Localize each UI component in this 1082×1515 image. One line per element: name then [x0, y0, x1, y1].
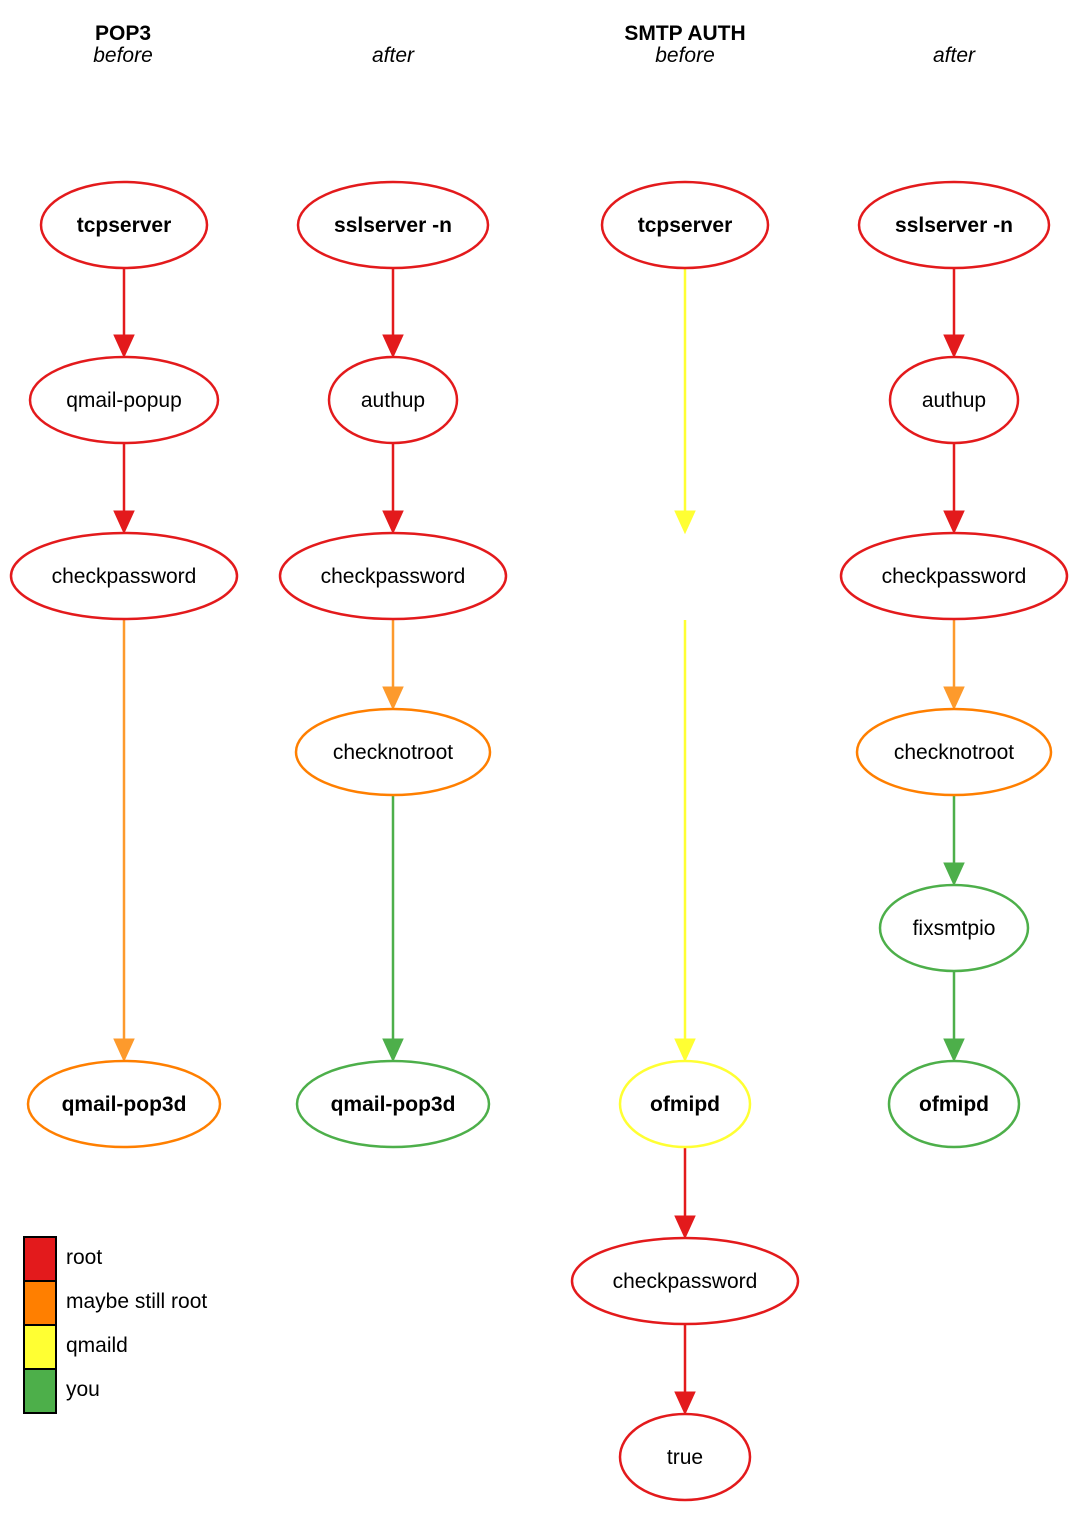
node-ellipse: [28, 355, 220, 445]
node-label: fixsmtpio: [913, 917, 996, 940]
arrowhead: [674, 510, 696, 535]
node-label: ofmipd: [919, 1093, 989, 1116]
arrowhead: [113, 334, 135, 359]
arrowhead: [113, 1038, 135, 1063]
node-label: true: [667, 1446, 703, 1469]
arrowhead: [943, 686, 965, 711]
node-ellipse: [887, 1059, 1021, 1149]
nodes: tcpserver qmail-popup checkpassword qmail-p…: [9, 180, 1069, 1502]
node-ellipse: [570, 1236, 800, 1326]
legend: root maybe still root qmaild you: [23, 1236, 207, 1414]
node-ellipse: [888, 355, 1020, 445]
node-pop3-before-pop3d: qmail-pop3d: [26, 1059, 222, 1149]
node-pop3-after-checknotroot: checknotroot: [294, 707, 492, 797]
legend-label-qmaild: qmaild: [66, 1334, 128, 1357]
legend-label-root: root: [66, 1246, 102, 1269]
arrowhead: [674, 1391, 696, 1416]
node-ellipse: [9, 531, 239, 621]
arrowhead: [382, 686, 404, 711]
node-smtp-after-authup: authup: [888, 355, 1020, 445]
node-ellipse: [839, 531, 1069, 621]
header-smtp-before: before: [655, 44, 715, 67]
node-label: checkpassword: [52, 565, 197, 588]
node-pop3-after-sslserver: sslserver -n: [296, 180, 490, 270]
arrowhead: [943, 1038, 965, 1063]
node-smtp-before-checkpw: checkpassword: [570, 1236, 800, 1326]
node-label: qmail-pop3d: [62, 1093, 187, 1116]
arrowhead: [943, 334, 965, 359]
node-ellipse: [294, 707, 492, 797]
node-ellipse: [39, 180, 209, 270]
node-label: tcpserver: [77, 214, 172, 237]
node-label: qmail-popup: [66, 389, 182, 412]
node-pop3-after-authup: authup: [327, 355, 459, 445]
legend-swatch-root: [23, 1236, 57, 1282]
node-pop3-after-checkpw: checkpassword: [278, 531, 508, 621]
node-pop3-before-tcpserver: tcpserver: [39, 180, 209, 270]
node-label: checkpassword: [613, 1270, 758, 1293]
node-smtp-before-true: true: [618, 1412, 752, 1502]
node-label: authup: [922, 389, 986, 412]
column-headers: POP3 before after SMTP AUTH before after: [93, 22, 976, 67]
node-smtp-after-sslserver: sslserver -n: [857, 180, 1051, 270]
node-label: qmail-pop3d: [331, 1093, 456, 1116]
node-label: ofmipd: [650, 1093, 720, 1116]
header-pop3-after: after: [372, 44, 415, 67]
header-smtp-after: after: [933, 44, 976, 67]
legend-swatch-qmaild: [23, 1324, 57, 1370]
node-label: checkpassword: [321, 565, 466, 588]
node-label: authup: [361, 389, 425, 412]
node-smtp-before-ofmipd: ofmipd: [618, 1059, 752, 1149]
node-smtp-after-checknotroot: checknotroot: [855, 707, 1053, 797]
arrowhead: [943, 510, 965, 535]
node-ellipse: [278, 531, 508, 621]
arrowhead: [943, 862, 965, 887]
node-pop3-before-checkpw: checkpassword: [9, 531, 239, 621]
node-ellipse: [26, 1059, 222, 1149]
node-label: checknotroot: [894, 741, 1014, 764]
node-smtp-after-fixsmtpio: fixsmtpio: [878, 883, 1030, 973]
node-smtp-after-ofmipd: ofmipd: [887, 1059, 1021, 1149]
legend-swatch-maybe-root: [23, 1280, 57, 1326]
node-label: sslserver -n: [334, 214, 452, 237]
node-pop3-after-pop3d: qmail-pop3d: [295, 1059, 491, 1149]
arrowhead: [382, 1038, 404, 1063]
node-ellipse: [855, 707, 1053, 797]
header-smtp-title: SMTP AUTH: [624, 22, 745, 45]
node-ellipse: [857, 180, 1051, 270]
node-ellipse: [878, 883, 1030, 973]
header-pop3-before: before: [93, 44, 153, 67]
node-smtp-after-checkpw: checkpassword: [839, 531, 1069, 621]
legend-label-maybe-root: maybe still root: [66, 1290, 207, 1313]
node-ellipse: [600, 180, 770, 270]
arrowhead: [674, 1038, 696, 1063]
legend-swatch-you: [23, 1368, 57, 1414]
node-ellipse: [618, 1059, 752, 1149]
node-ellipse: [327, 355, 459, 445]
node-ellipse: [296, 180, 490, 270]
arrowhead: [382, 334, 404, 359]
edges: [113, 268, 965, 1416]
header-pop3-title: POP3: [95, 22, 151, 45]
arrowhead: [113, 510, 135, 535]
arrowhead: [674, 1215, 696, 1240]
node-label: checknotroot: [333, 741, 453, 764]
arrowhead: [382, 510, 404, 535]
node-pop3-before-popup: qmail-popup: [28, 355, 220, 445]
node-label: checkpassword: [882, 565, 1027, 588]
node-ellipse: [618, 1412, 752, 1502]
node-smtp-before-tcpserver: tcpserver: [600, 180, 770, 270]
node-label: tcpserver: [638, 214, 733, 237]
node-ellipse: [295, 1059, 491, 1149]
node-label: sslserver -n: [895, 214, 1013, 237]
legend-label-you: you: [66, 1378, 100, 1401]
